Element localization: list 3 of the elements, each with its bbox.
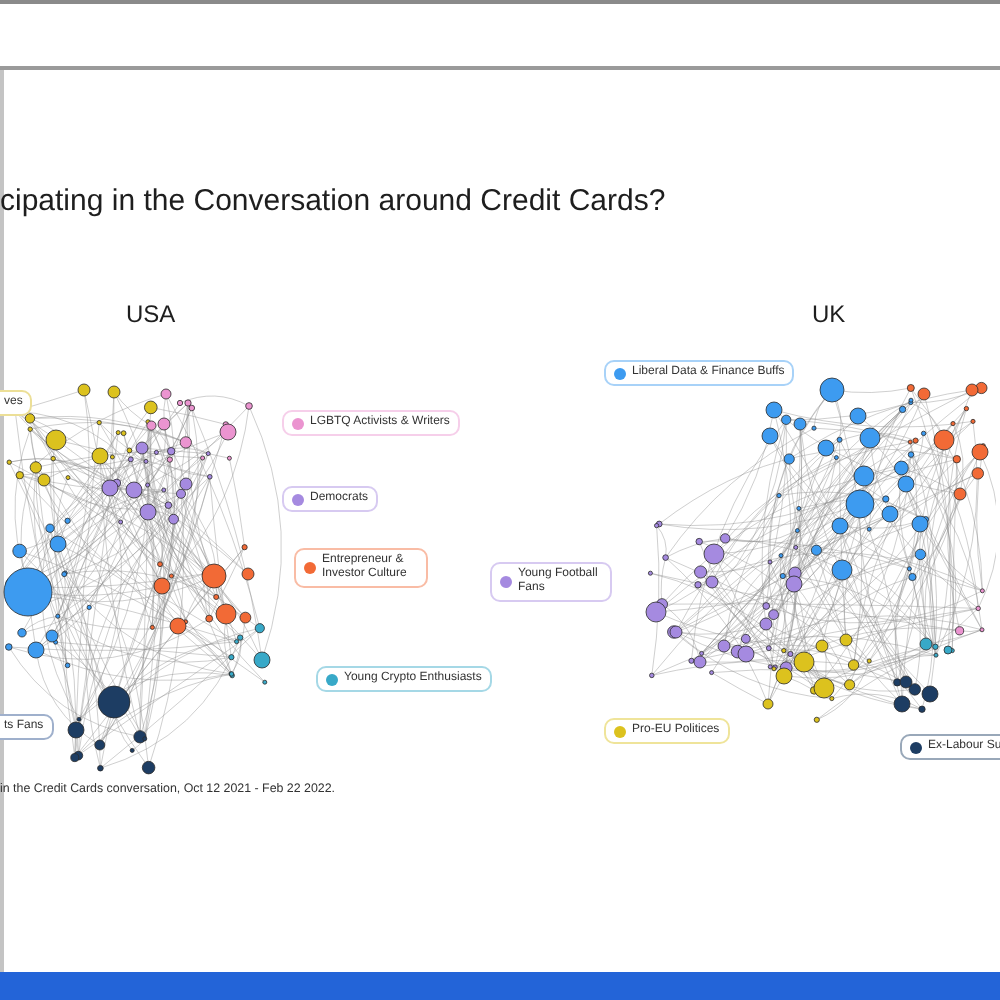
- slide-title: cipating in the Conversation around Credit Cards?: [0, 184, 666, 218]
- chart-heading: UK: [812, 300, 846, 328]
- chart-heading: USA: [126, 300, 176, 328]
